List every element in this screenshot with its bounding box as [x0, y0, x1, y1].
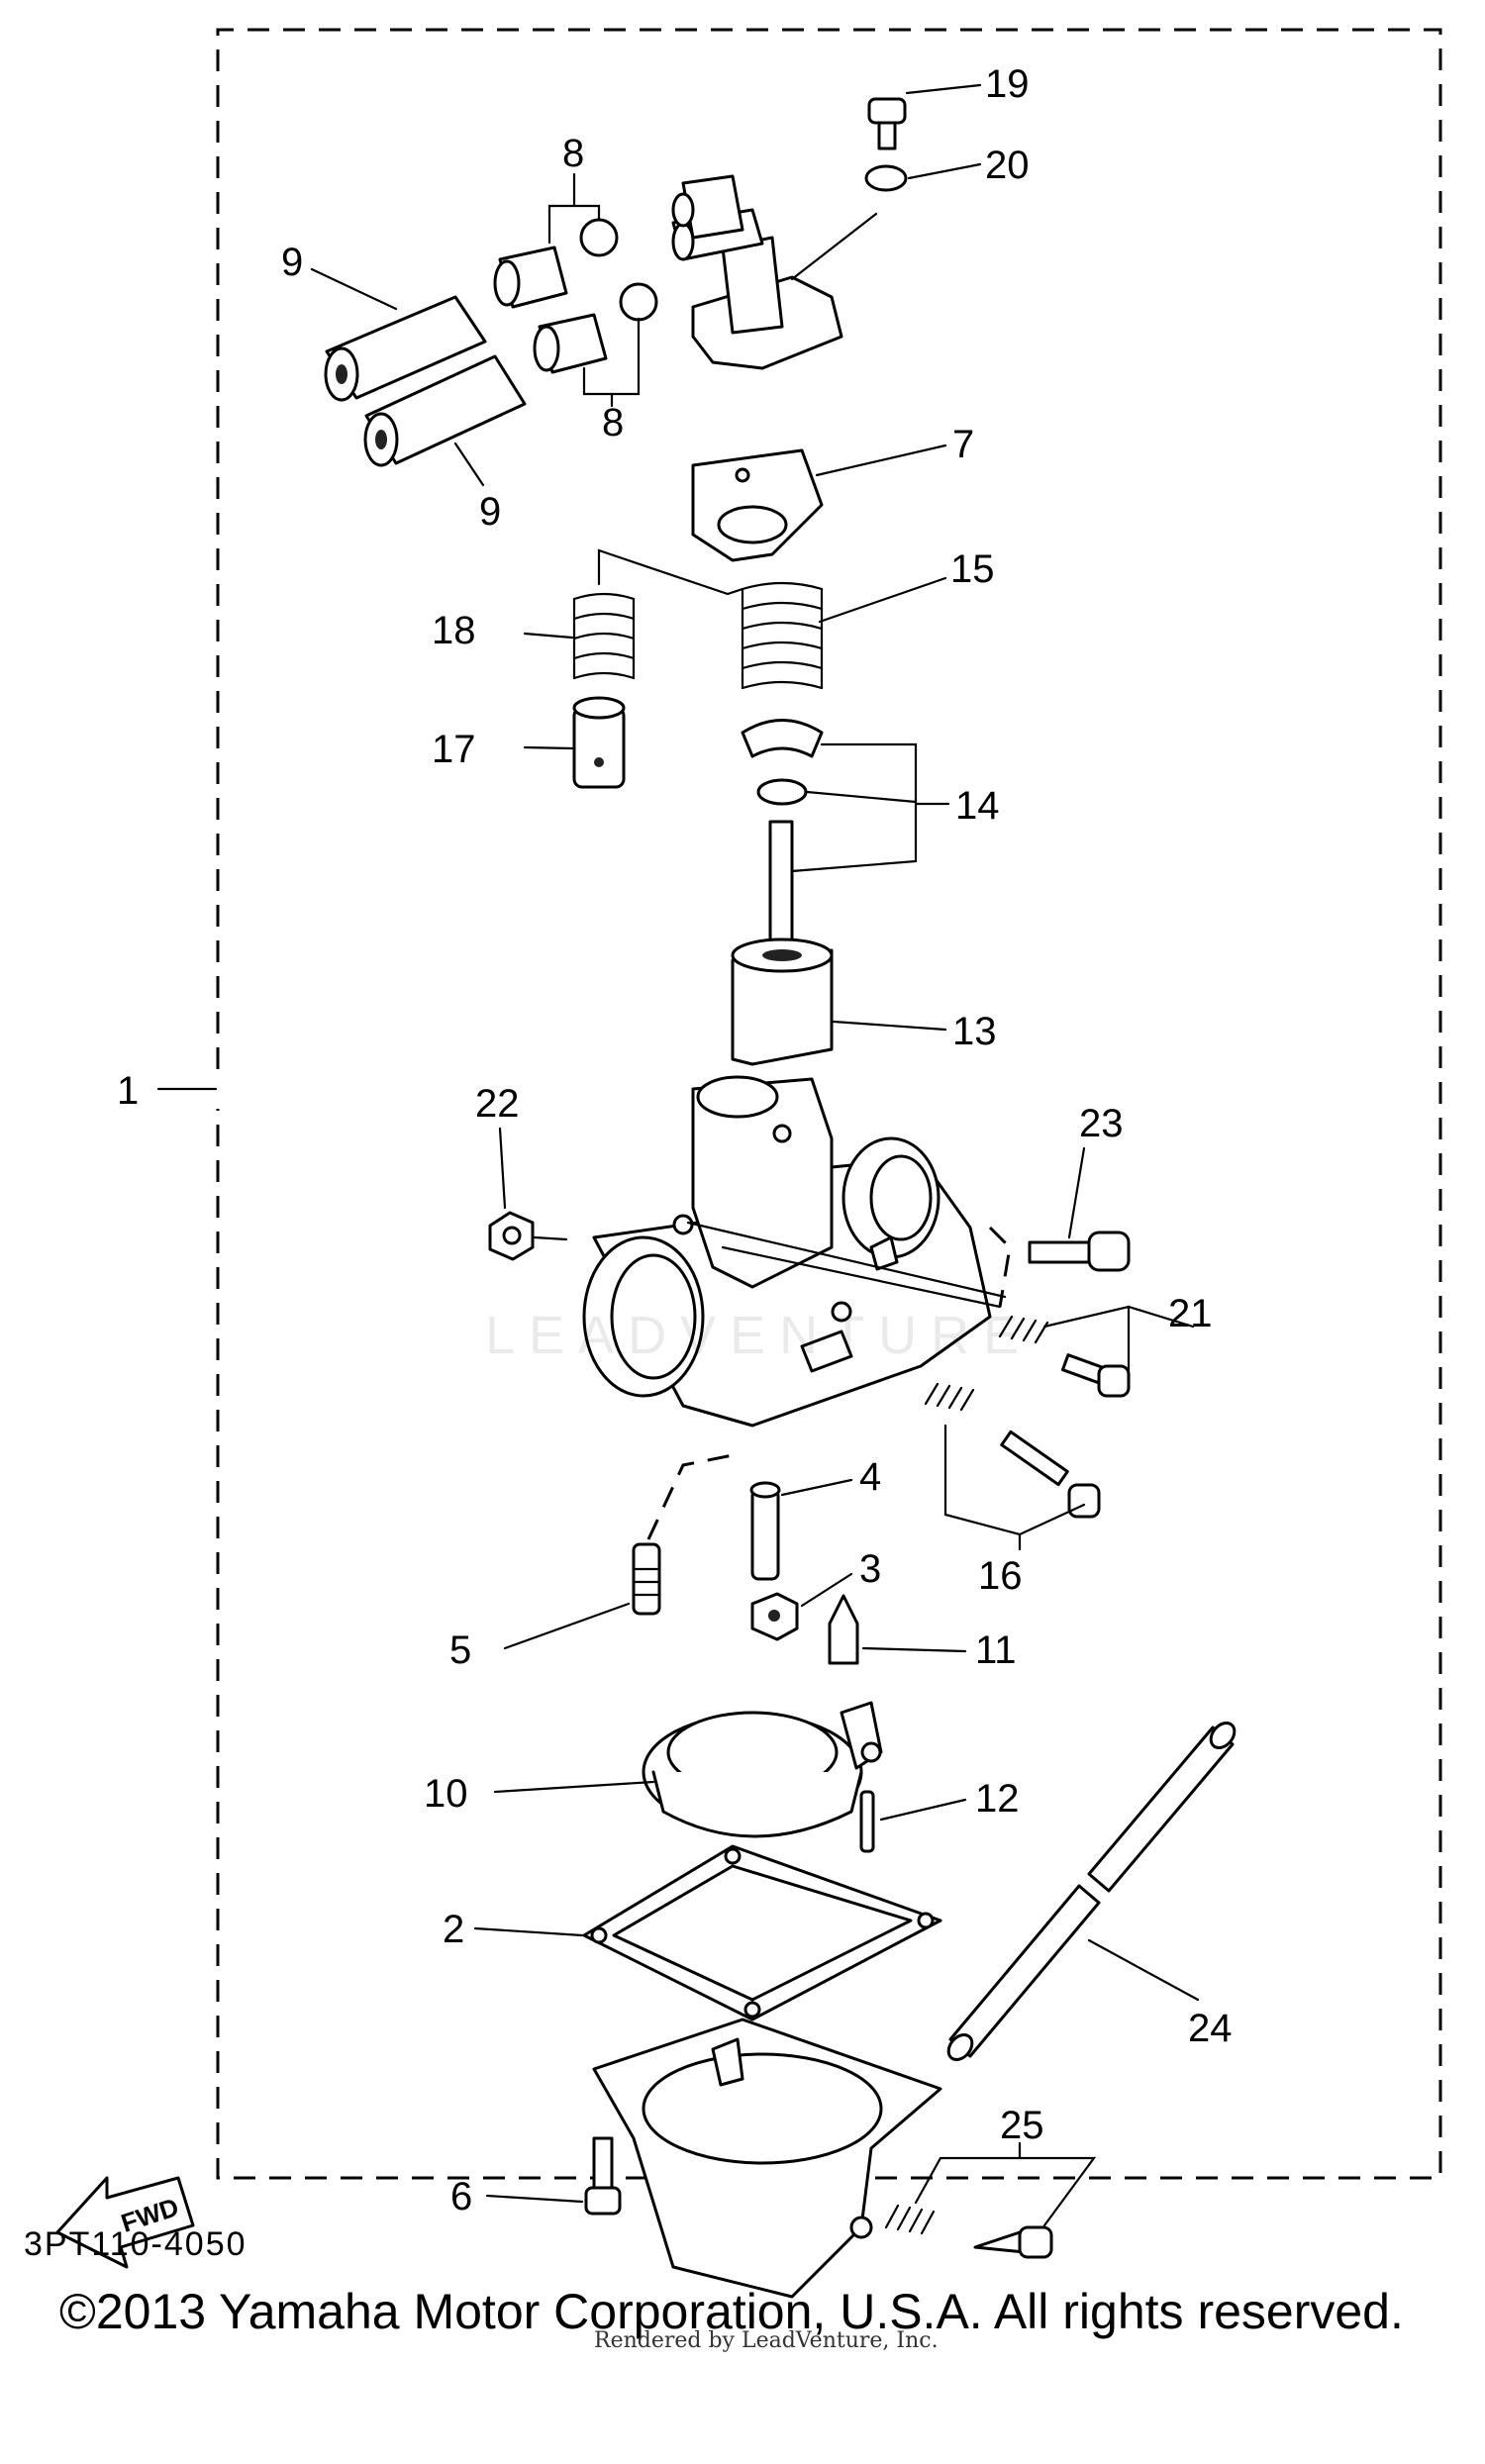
part-15-spring — [741, 581, 824, 690]
callout-4: 4 — [859, 1455, 881, 1499]
part-12-float-pin — [859, 1790, 875, 1853]
part-22-nut — [488, 1211, 535, 1261]
part-25-drain-screw — [973, 2225, 1053, 2259]
part-21-pilot-screw — [1060, 1353, 1131, 1398]
callout-22: 22 — [475, 1082, 520, 1126]
watermark: LEADVENTURE — [485, 1306, 1034, 1365]
callout-7: 7 — [952, 423, 974, 466]
callout-5: 5 — [449, 1628, 471, 1672]
part-14-clip-lower — [756, 778, 808, 806]
callout-15: 15 — [950, 547, 995, 591]
callout-8a: 8 — [562, 132, 584, 175]
part-9-cap-lower — [363, 354, 527, 467]
part-23-screw — [1028, 1231, 1131, 1272]
part-11-float-valve — [828, 1594, 859, 1665]
part-20-washer — [864, 164, 908, 192]
callout-25: 25 — [1000, 2104, 1044, 2147]
callout-6: 6 — [450, 2175, 472, 2218]
callout-14: 14 — [955, 784, 1000, 828]
callout-16: 16 — [978, 1554, 1023, 1598]
part-14-clip-upper — [741, 719, 824, 758]
carburetor-body — [582, 1075, 992, 1428]
callout-12: 12 — [975, 1777, 1020, 1821]
fwd-arrow-icon: FWD — [55, 2176, 195, 2269]
part-2-float-chamber-gasket — [582, 1844, 942, 2021]
part-17-needle-holder — [572, 696, 626, 789]
part-7-gasket-plate — [691, 448, 824, 562]
part-13-throttle-valve — [731, 937, 834, 1066]
callout-13: 13 — [952, 1010, 997, 1053]
part-5-pilot-jet — [632, 1542, 661, 1616]
part-8-adjuster-upper — [493, 218, 619, 309]
part-24-drain-hose — [946, 1721, 1237, 2062]
part-10-float — [642, 1701, 883, 1838]
part-18-spring — [572, 592, 636, 680]
callout-21: 21 — [1168, 1292, 1213, 1335]
callout-23: 23 — [1079, 1102, 1124, 1145]
part-19-screw — [867, 97, 907, 150]
callout-20: 20 — [985, 144, 1030, 187]
diagram-code: 3PT110-4050 — [24, 2225, 248, 2263]
assembly-frame — [216, 28, 1442, 2180]
part-21-spring — [998, 1315, 1049, 1344]
part-9-cap-upper — [324, 295, 487, 402]
part-16-spring — [924, 1382, 975, 1412]
copyright-notice: ©2013 Yamaha Motor Corporation, U.S.A. A… — [59, 2284, 1404, 2339]
part-6-screw — [584, 2136, 622, 2216]
float-chamber — [592, 2018, 942, 2299]
callout-9a: 9 — [281, 241, 303, 284]
callout-10: 10 — [424, 1772, 468, 1816]
callout-11: 11 — [975, 1628, 1017, 1672]
callout-8b: 8 — [602, 401, 624, 444]
callout-9b: 9 — [479, 490, 501, 534]
render-credit: Rendered by LeadVenture, Inc. — [594, 2328, 939, 2353]
part-25-spring — [884, 2204, 936, 2235]
top-cover-fitting — [671, 174, 843, 370]
callout-3: 3 — [859, 1547, 881, 1591]
callout-19: 19 — [985, 62, 1030, 106]
part-3-main-jet — [750, 1592, 799, 1641]
callout-1: 1 — [117, 1069, 139, 1113]
callout-24: 24 — [1188, 2007, 1233, 2050]
callout-18: 18 — [432, 609, 476, 652]
callout-2: 2 — [443, 1908, 464, 1951]
part-4-needle-jet — [749, 1481, 781, 1581]
callout-17: 17 — [432, 728, 476, 771]
